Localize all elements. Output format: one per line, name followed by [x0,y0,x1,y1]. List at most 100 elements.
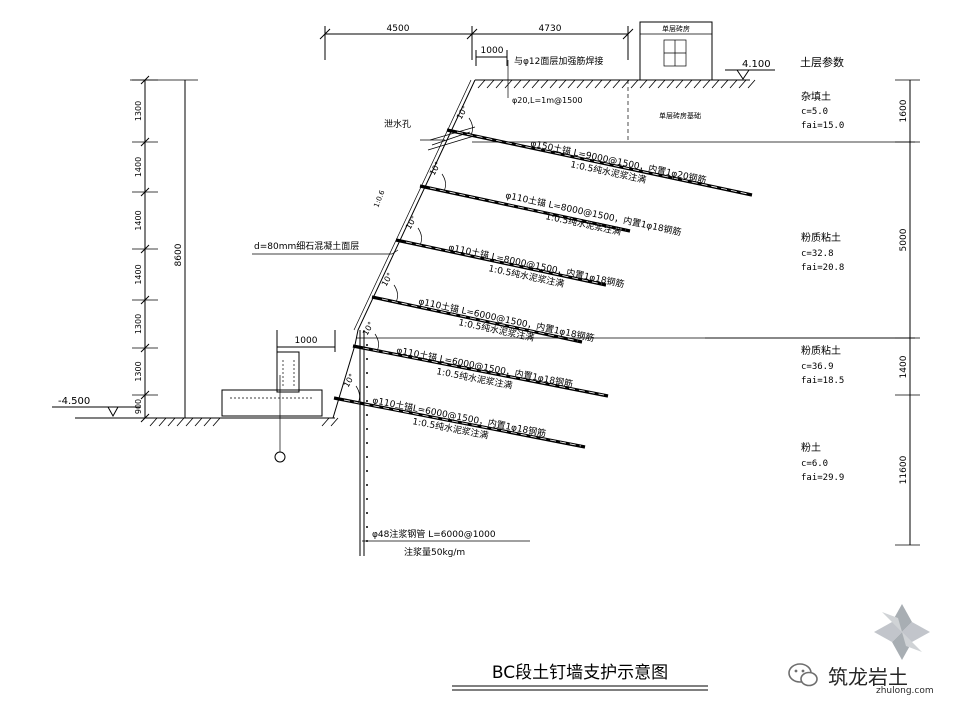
soil-3-thickness: 1400 [899,355,909,378]
slope-ratio: 1:0.6 [372,189,386,209]
brand-site: zhulong.com [876,686,934,696]
ground-hatch [747,79,756,89]
facing-note: d=80mm细石混凝土面层 [252,240,399,255]
dim-4730: 4730 [539,24,562,34]
ground-hatch [504,79,513,89]
soil-4-thickness: 11600 [899,455,909,484]
ground-hatch [522,79,531,89]
left-dim-label: 1300 [134,361,143,381]
ground-hatch [576,79,585,89]
soil-1-fai: fai=15.0 [801,121,844,131]
dim-footing: 1000 [295,336,318,346]
ground-hatch [729,79,738,89]
level-top: 4.100 [742,59,771,70]
ground-hatch [549,79,558,89]
pipe-grout-dot [366,442,368,444]
ground-surface-bottom: -4.500 [52,396,339,427]
ground-hatch [158,417,167,427]
left-dim-label: 1400 [134,157,143,177]
pipe-grout-dot [366,344,368,346]
left-dim-label: 1400 [134,210,143,230]
dim-tick-mark [140,390,150,400]
ground-hatch [321,417,330,427]
ground-hatch [513,79,522,89]
drawing-title: BC段土钉墙支护示意图 [492,663,668,683]
soil-1-name: 杂填土 [801,90,831,103]
ground-hatch [648,79,657,89]
ground-hatch [603,79,612,89]
anchor-angle-label: 10° [404,214,419,231]
pipe-grout-dot [366,428,368,430]
dim-tick-mark [140,244,150,254]
drainage-footing: 1000 [221,330,336,463]
ground-hatch [531,79,540,89]
anchor-angle-label: 10° [361,320,376,337]
ground-hatch [477,79,486,89]
ground-hatch [693,79,702,89]
ground-hatch [185,417,194,427]
ground-hatch [711,79,720,89]
soil-4-c: c=6.0 [801,459,828,469]
dim-tick-mark [140,75,150,85]
anchor-angle-label: 10° [428,160,443,177]
left-dim-label: 1300 [134,101,143,121]
left-dim-label: 1300 [134,314,143,334]
ground-hatch [675,79,684,89]
ground-hatch [612,79,621,89]
wechat-icon [788,663,818,687]
pipe-grout-dot [366,470,368,472]
soil-4-fai: fai=29.9 [801,473,844,483]
anchor-angle-label: 10° [342,372,357,389]
ground-hatch [666,79,675,89]
grout-pipe: φ48注浆钢管 L=6000@1000 注浆量50kg/m [359,330,530,558]
ground-hatch [558,79,567,89]
ground-hatch [330,417,339,427]
dim-tick-mark [140,343,150,353]
ground-hatch [212,417,221,427]
anchor-angle-label: 10° [455,104,470,121]
soil-2-c: c=32.8 [801,249,834,259]
existing-building: 单层砖房 单层砖房基础 [627,21,713,140]
left-dim-label: 1400 [134,264,143,284]
dim-8600: 8600 [174,243,184,266]
pipe-label: φ48注浆钢管 L=6000@1000 [372,528,496,540]
pipe-grout-dot [366,456,368,458]
top-dimension-chain: 4500 4730 1000 [319,24,634,66]
anchor-angle-label: 10° [380,271,395,288]
soil-4-name: 粉土 [801,441,821,454]
brand-logo-icon [874,604,930,660]
ground-hatch [167,417,176,427]
brand-watermark: 筑龙岩土 zhulong.com [788,604,934,696]
ground-hatch [149,417,158,427]
pipe-grout-dot [366,372,368,374]
ground-hatch [594,79,603,89]
soil-2-fai: fai=20.8 [801,263,844,273]
facing-label: d=80mm细石混凝土面层 [254,240,359,252]
soil-anchor: 10°φ150土锚 L=9000@1500，内置1φ20钢筋1:0.5纯水泥浆注… [446,104,753,197]
note-weld: 与φ12面层加强筋焊接 [514,55,603,67]
pipe-grout-dot [366,512,368,514]
soil-parameters: 土层参数 杂填土 c=5.0 fai=15.0 1600 粉质粘土 c=32.8… [800,55,909,484]
ground-hatch [567,79,576,89]
ground-hatch [495,79,504,89]
dim-1000-top: 1000 [481,46,504,56]
soil-3-fai: fai=18.5 [801,376,844,386]
pipe-grout-dot [366,414,368,416]
pipe-grout-dot [366,358,368,360]
ground-hatch [194,417,203,427]
ground-hatch [203,417,212,427]
pipe-grout-label: 注浆量50kg/m [404,546,465,558]
ground-hatch [630,79,639,89]
top-note: 与φ12面层加强筋焊接 φ20,L=1m@1500 [507,55,603,105]
dim-tick-mark [140,295,150,305]
title-block: BC段土钉墙支护示意图 [452,663,708,691]
ground-hatch [720,79,729,89]
brand-name: 筑龙岩土 [828,665,908,689]
soil-3-c: c=36.9 [801,362,834,372]
soil-1-c: c=5.0 [801,107,828,117]
ground-hatch [738,79,747,89]
ground-hatch [684,79,693,89]
soil-1-thickness: 1600 [899,99,909,122]
ground-hatch [176,417,185,427]
